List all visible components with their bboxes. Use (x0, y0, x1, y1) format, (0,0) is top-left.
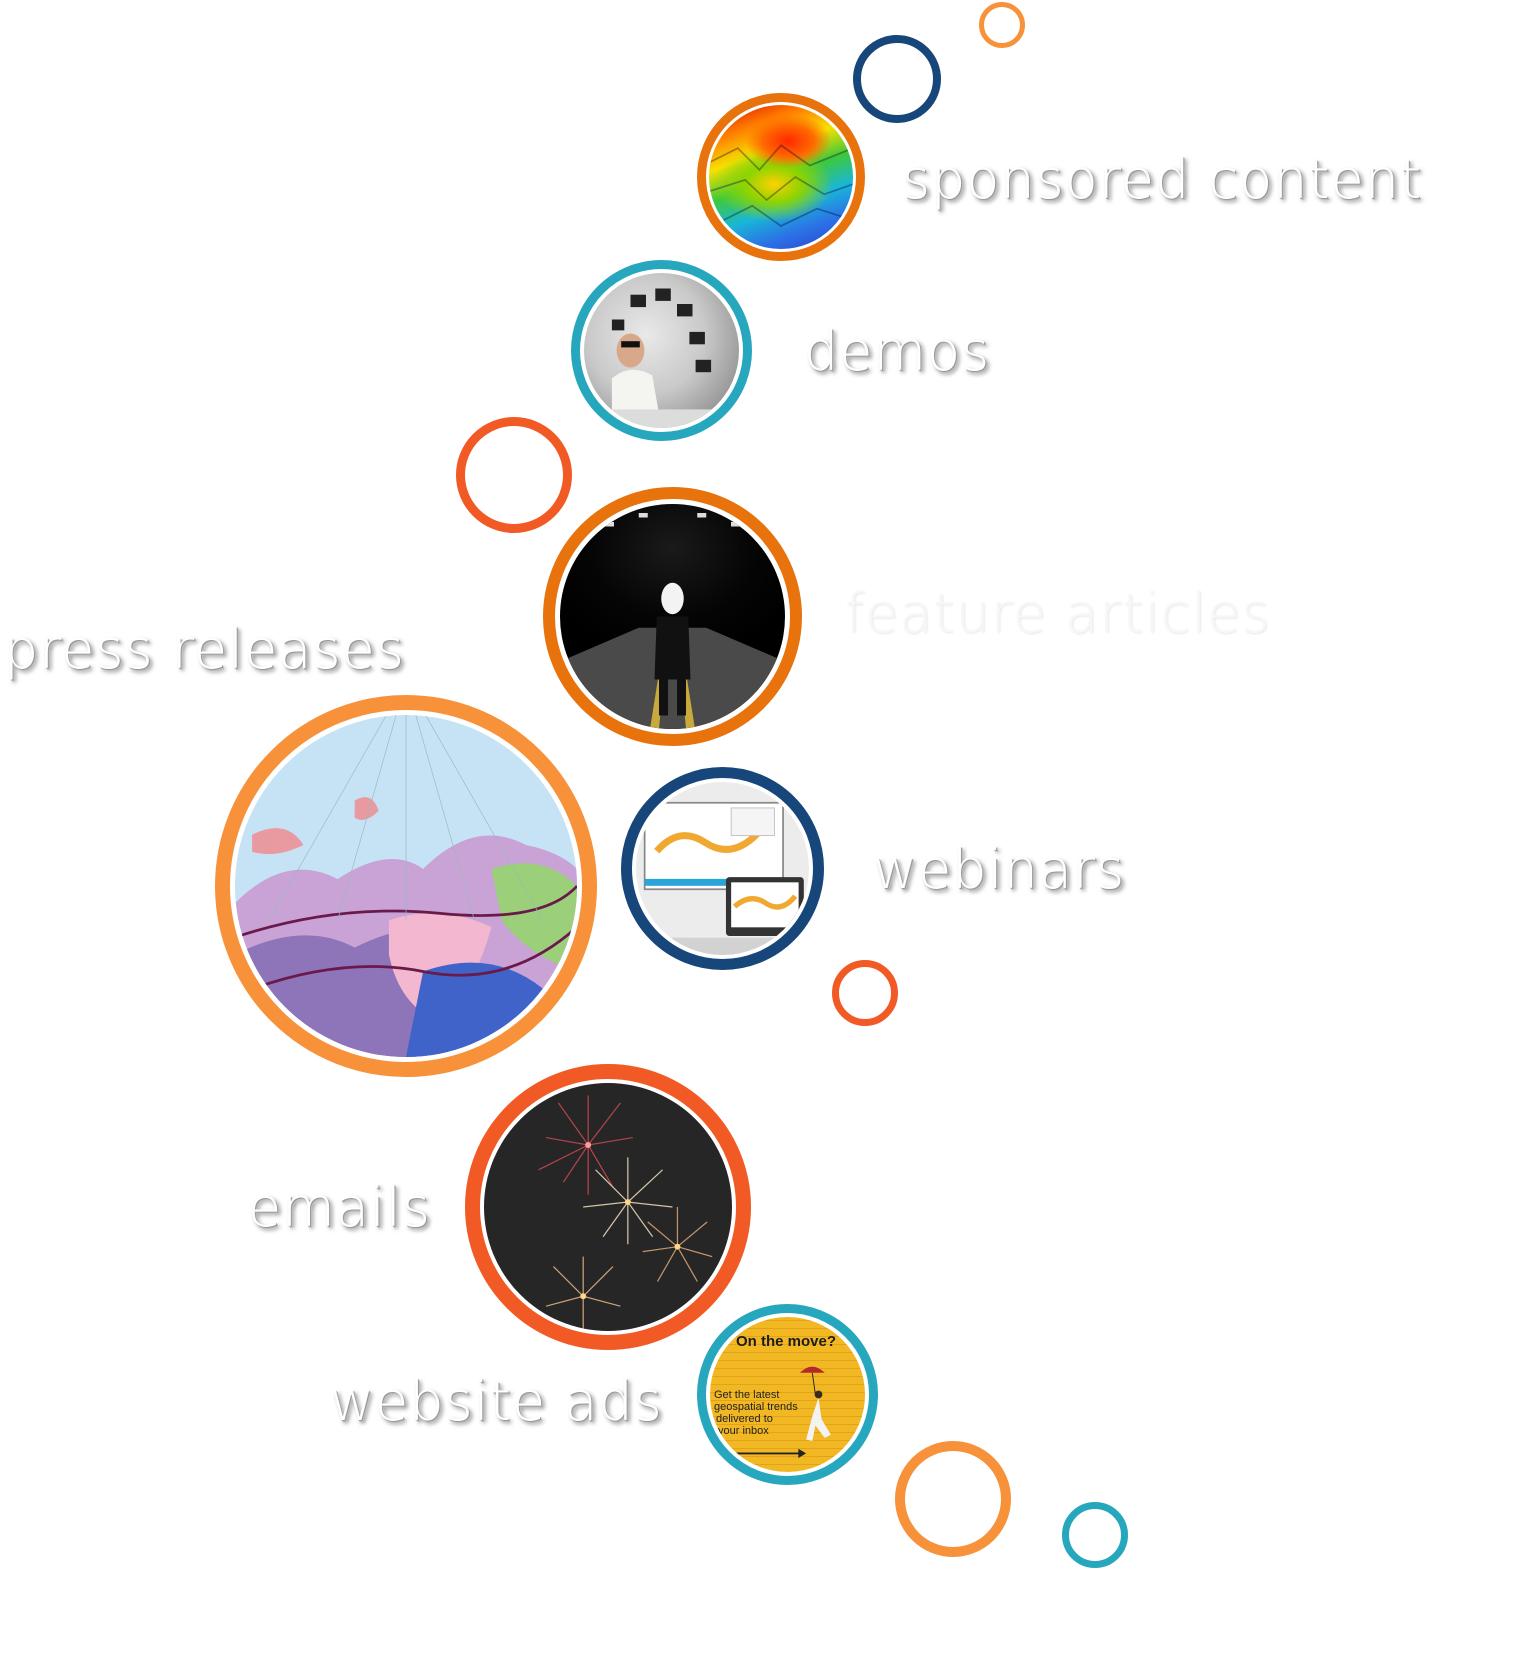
radial-lines-map-image (484, 1083, 732, 1331)
decorative-ring-1 (979, 2, 1025, 48)
devices-map-image (636, 782, 809, 955)
ad-headline: On the move? (736, 1333, 837, 1350)
webinars-bubble[interactable] (621, 767, 824, 970)
ad-line-2: geospatial trends (714, 1401, 798, 1413)
man-with-screens-image (584, 273, 739, 428)
polar-map-image (235, 715, 577, 1057)
label-press-releases[interactable]: press releases (4, 618, 405, 681)
website-ads-bubble[interactable]: On the move? Get the latest geospatial t… (697, 1304, 878, 1485)
person-in-tunnel-image (560, 504, 785, 729)
sponsored-content-bubble[interactable] (697, 93, 865, 261)
decorative-ring-5 (895, 1441, 1011, 1557)
label-webinars[interactable]: webinars (873, 838, 1126, 901)
feature-articles-bubble[interactable] (543, 487, 802, 746)
press-releases-bubble[interactable] (215, 695, 597, 1077)
demos-bubble[interactable] (571, 260, 752, 441)
decorative-ring-3 (456, 417, 572, 533)
label-website-ads[interactable]: website ads (330, 1370, 663, 1433)
label-demos[interactable]: demos (804, 320, 991, 383)
terrain-heatmap-image (709, 105, 853, 249)
label-feature-articles[interactable]: feature articles (845, 582, 1271, 645)
ad-line-1: Get the latest (714, 1389, 780, 1401)
ad-line-4: your inbox (718, 1425, 769, 1437)
ad-line-3: delivered to (716, 1413, 773, 1425)
decorative-ring-4 (832, 960, 898, 1026)
label-sponsored-content[interactable]: sponsored content (902, 148, 1423, 211)
emails-bubble[interactable] (465, 1064, 751, 1350)
label-emails[interactable]: emails (248, 1176, 432, 1239)
decorative-ring-6 (1062, 1502, 1128, 1568)
yellow-wall-umbrella-image: On the move? Get the latest geospatial t… (710, 1317, 865, 1472)
decorative-ring-2 (853, 35, 941, 123)
